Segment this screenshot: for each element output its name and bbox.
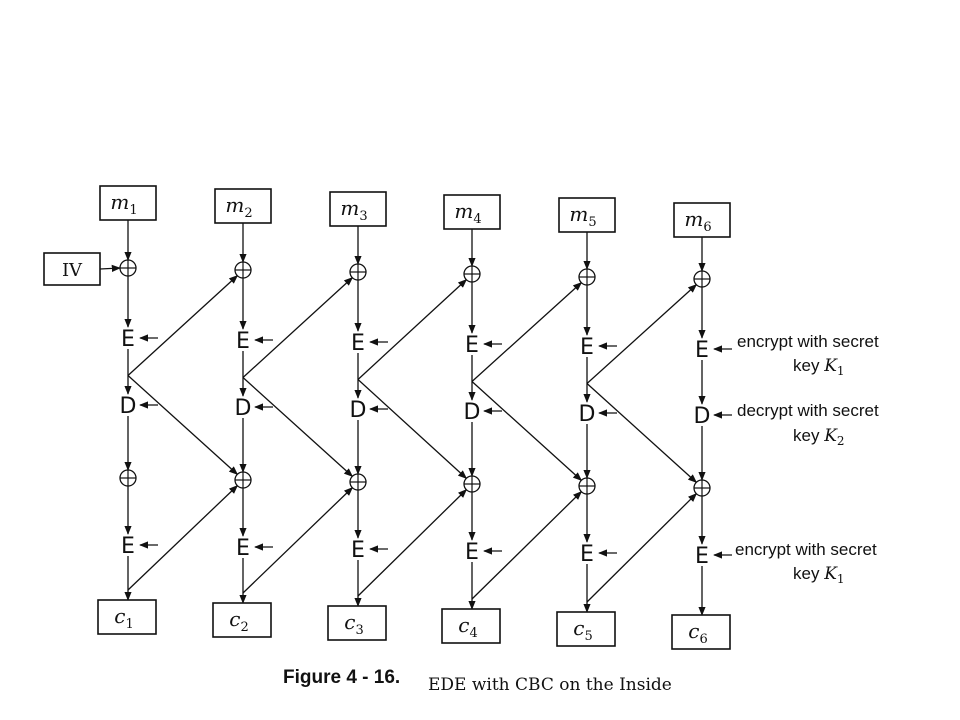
feedback-c-to-next-xor-2 <box>242 486 354 594</box>
annotation-encrypt-k1-top: encrypt with secret key K1 <box>737 332 879 378</box>
feedback-e-to-next-xor-bottom-1 <box>127 375 239 476</box>
feedback-e-to-next-xor-top-2 <box>242 276 354 378</box>
connection-wires <box>99 220 732 616</box>
figure-title: EDE with CBC on the Inside <box>428 675 672 695</box>
decrypt-op-2: D <box>235 396 252 421</box>
feedback-e-to-next-xor-bottom-2 <box>242 377 354 478</box>
annotation-encrypt-line1: encrypt with secret <box>737 332 879 351</box>
decrypt-op-6: D <box>694 404 711 429</box>
encrypt-op-1-2: E <box>236 329 250 354</box>
iv-box: IV <box>43 252 101 286</box>
annotation-encrypt2-line1: encrypt with secret <box>735 540 877 559</box>
plaintext-label-m2: m2 <box>225 193 252 221</box>
ciphertext-box-c6: c6 <box>671 614 731 650</box>
ciphertext-box-c4: c4 <box>441 608 501 644</box>
ciphertext-label-c2: c2 <box>229 607 248 635</box>
xor-bottom-icon-6 <box>693 479 711 497</box>
encrypt-op-2-4: E <box>465 540 479 565</box>
xor-bottom-icon-5 <box>578 477 596 495</box>
encrypt-op-1-1: E <box>121 327 135 352</box>
ciphertext-label-c1: c1 <box>114 604 133 632</box>
decrypt-op-3: D <box>350 398 367 423</box>
encrypt-op-2-6: E <box>695 544 709 569</box>
encrypt-op-2-5: E <box>580 542 594 567</box>
figure-label: Figure 4 - 16. <box>283 667 400 688</box>
encrypt-op-1-4: E <box>465 333 479 358</box>
plaintext-label-m5: m5 <box>569 202 596 230</box>
feedback-e-to-next-xor-top-5 <box>586 283 698 384</box>
plaintext-label-m4: m4 <box>454 199 481 227</box>
encrypt-op-2-1: E <box>121 534 135 559</box>
xor-top-icon-3 <box>349 263 367 281</box>
xor-top-icon-1 <box>119 259 137 277</box>
feedback-e-to-next-xor-top-4 <box>471 281 583 382</box>
annotation-encrypt-k1-bottom: encrypt with secret key K1 <box>735 540 877 586</box>
diagram-nodes: m1 c1 E D Em2 c2 E D Em3 c3 E D Em4 c4 E D Em5 c5 E D Em6 c6 E… <box>97 185 731 650</box>
plaintext-box-m3: m3 <box>329 191 387 227</box>
encrypt-op-2-3: E <box>351 538 365 563</box>
encrypt-op-2-2: E <box>236 536 250 561</box>
feedback-c-to-next-xor-5 <box>586 492 698 603</box>
plaintext-box-m2: m2 <box>214 188 272 224</box>
encrypt-op-1-6: E <box>695 338 709 363</box>
annotation-decrypt-line1: decrypt with secret <box>737 401 879 420</box>
feedback-c-to-next-xor-4 <box>471 490 583 600</box>
plaintext-box-m1: m1 <box>99 185 157 221</box>
plaintext-box-m4: m4 <box>443 194 501 230</box>
wire-iv-to-xor-1 <box>99 264 121 273</box>
decrypt-op-1: D <box>120 394 137 419</box>
feedback-e-to-next-xor-bottom-4 <box>471 381 583 482</box>
xor-bottom-icon-3 <box>349 473 367 491</box>
figure-caption: Figure 4 - 16. EDE with CBC on the Insid… <box>283 667 672 695</box>
ciphertext-label-c6: c6 <box>688 619 707 647</box>
xor-bottom-icon-1 <box>119 469 137 487</box>
plaintext-label-m1: m1 <box>110 190 137 218</box>
xor-top-icon-2 <box>234 261 252 279</box>
annotation-encrypt2-line2: key K1 <box>793 564 845 586</box>
feedback-e-to-next-xor-bottom-3 <box>357 379 468 480</box>
xor-bottom-icon-2 <box>234 471 252 489</box>
ciphertext-box-c5: c5 <box>556 611 616 647</box>
xor-top-icon-4 <box>463 265 481 283</box>
feedback-e-to-next-xor-bottom-5 <box>586 383 698 484</box>
feedback-c-to-next-xor-1 <box>127 484 239 591</box>
xor-bottom-icon-4 <box>463 475 481 493</box>
decrypt-op-5: D <box>579 402 596 427</box>
xor-top-icon-6 <box>693 270 711 288</box>
annotation-encrypt-line2: key K1 <box>793 356 845 378</box>
iv-label: IV <box>62 260 83 281</box>
feedback-e-to-next-xor-top-3 <box>357 278 468 380</box>
encrypt-op-1-3: E <box>351 331 365 356</box>
plaintext-box-m6: m6 <box>673 202 731 238</box>
decrypt-op-4: D <box>464 400 481 425</box>
ciphertext-box-c3: c3 <box>327 605 387 641</box>
feedback-c-to-next-xor-3 <box>357 488 468 597</box>
ciphertext-box-c2: c2 <box>212 602 272 638</box>
annotation-decrypt-k2: decrypt with secret key K2 <box>737 401 879 448</box>
ciphertext-label-c4: c4 <box>458 613 477 641</box>
ciphertext-label-c3: c3 <box>344 610 363 638</box>
plaintext-box-m5: m5 <box>558 197 616 233</box>
annotation-decrypt-line2: key K2 <box>793 426 845 448</box>
ciphertext-label-c5: c5 <box>573 616 592 644</box>
xor-top-icon-5 <box>578 268 596 286</box>
encrypt-op-1-5: E <box>580 335 594 360</box>
ciphertext-box-c1: c1 <box>97 599 157 635</box>
feedback-e-to-next-xor-top-1 <box>127 274 239 376</box>
plaintext-label-m3: m3 <box>340 196 367 224</box>
plaintext-label-m6: m6 <box>684 207 711 235</box>
